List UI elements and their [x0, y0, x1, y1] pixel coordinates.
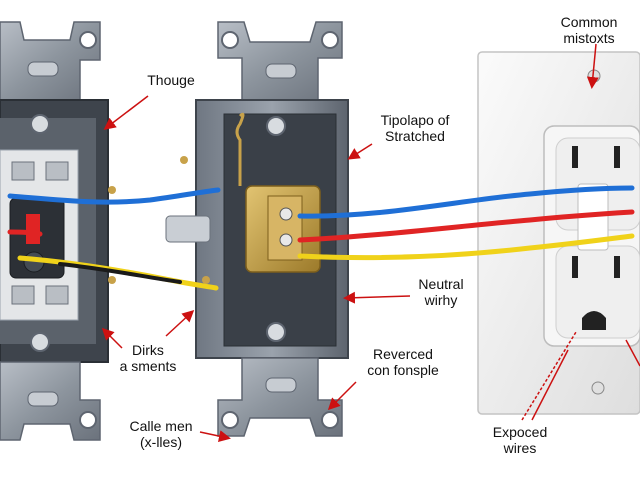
outlet-bottom-slot-left — [572, 256, 578, 278]
middle-side-stud-1 — [180, 156, 188, 164]
middle-coil-wire — [235, 112, 245, 186]
outlet-assembly — [477, 51, 640, 415]
label-thouge: Thouge — [140, 72, 202, 88]
left-bottom-slot — [27, 391, 59, 407]
label-common-mistakes: Common mistoxts — [548, 14, 630, 46]
label-dirks-line1: Dirks — [132, 342, 164, 358]
arrow-exposed-1 — [521, 331, 577, 421]
label-common-mistakes-line2: mistoxts — [563, 30, 615, 46]
label-neutral: Neutral wirhy — [408, 276, 474, 308]
label-exposed-line2: wires — [503, 440, 537, 456]
middle-bottom-hole-right — [321, 411, 339, 429]
middle-side-bushing — [165, 215, 211, 243]
arrow-dirks-mid — [165, 309, 195, 337]
arrow-neutral — [343, 291, 411, 304]
middle-bottom-hole-left — [221, 411, 239, 429]
arrow-thouge — [103, 95, 149, 130]
wire-yellow-right — [297, 233, 635, 261]
middle-top-slot — [265, 63, 297, 79]
middle-top-hole-right — [321, 31, 339, 49]
arrow-dirks — [101, 327, 123, 349]
left-terminal-1 — [11, 161, 35, 181]
middle-switch-assembly — [165, 21, 349, 437]
outlet-plate-screw-bottom — [591, 381, 605, 395]
middle-screw-bottom — [266, 322, 286, 342]
outlet-top-slot-left — [572, 146, 578, 168]
left-switch-red-tab — [26, 214, 40, 244]
middle-bottom-slot — [265, 377, 297, 393]
left-top-screw-hole — [79, 31, 97, 49]
left-screw-top — [30, 114, 50, 134]
left-terminal-3 — [11, 285, 35, 305]
arrow-common-mistakes — [586, 43, 599, 89]
outlet-bottom-slot-right — [614, 256, 620, 278]
wire-red-left — [7, 229, 43, 237]
middle-terminal-screw-2 — [279, 233, 293, 247]
label-dirks: Dirks a sments — [110, 342, 186, 374]
left-bottom-screw-hole — [79, 411, 97, 429]
label-dirks-line2: a sments — [119, 358, 177, 374]
middle-terminal-plate — [267, 195, 303, 261]
wire-blue-left — [7, 187, 221, 205]
label-common-mistakes-line1: Common — [560, 14, 618, 30]
label-tipolapo: Tipolapo of Stratched — [368, 112, 462, 144]
label-reverced-line2: con fonsple — [367, 362, 439, 378]
label-reverced: Reverced con fonsple — [350, 346, 456, 378]
middle-top-bracket — [217, 21, 343, 101]
left-stud-1 — [108, 186, 116, 194]
middle-top-hole-left — [221, 31, 239, 49]
arrow-tipolapo — [347, 143, 373, 160]
label-tipolapo-line2: Stratched — [385, 128, 445, 144]
left-stud-2 — [108, 276, 116, 284]
label-exposed: Expoced wires — [482, 424, 558, 456]
left-terminal-2 — [45, 161, 69, 181]
wires — [7, 185, 635, 291]
middle-terminal-screw-1 — [279, 207, 293, 221]
label-thouge-text: Thouge — [147, 72, 195, 88]
left-screw-bottom — [30, 332, 50, 352]
left-terminal-4 — [45, 285, 69, 305]
arrow-reverced — [327, 381, 357, 411]
arrow-exposed-2 — [531, 349, 569, 421]
wire-blue-right — [297, 185, 635, 219]
middle-bottom-bracket — [217, 357, 343, 437]
wire-black-left — [58, 262, 182, 284]
arrow-calle-men — [199, 430, 231, 442]
outlet-top-slot-right — [614, 146, 620, 168]
left-top-slot — [27, 61, 59, 77]
label-neutral-line1: Neutral — [418, 276, 464, 292]
outlet-ground-hole — [582, 311, 606, 330]
label-calle-men-line2: (x-lles) — [140, 434, 182, 450]
label-calle-men: Calle men (x-lles) — [118, 418, 204, 450]
arrow-exposed-3 — [625, 339, 640, 367]
label-exposed-line1: Expoced — [492, 424, 548, 440]
callout-arrows — [101, 43, 640, 442]
label-reverced-line1: Reverced — [373, 346, 433, 362]
middle-side-stud-2 — [202, 276, 210, 284]
label-tipolapo-line1: Tipolapo of — [380, 112, 450, 128]
label-calle-men-line1: Calle men — [129, 418, 193, 434]
label-neutral-line2: wirhy — [424, 292, 458, 308]
middle-screw-top — [266, 116, 286, 136]
wire-red-right — [297, 209, 635, 243]
